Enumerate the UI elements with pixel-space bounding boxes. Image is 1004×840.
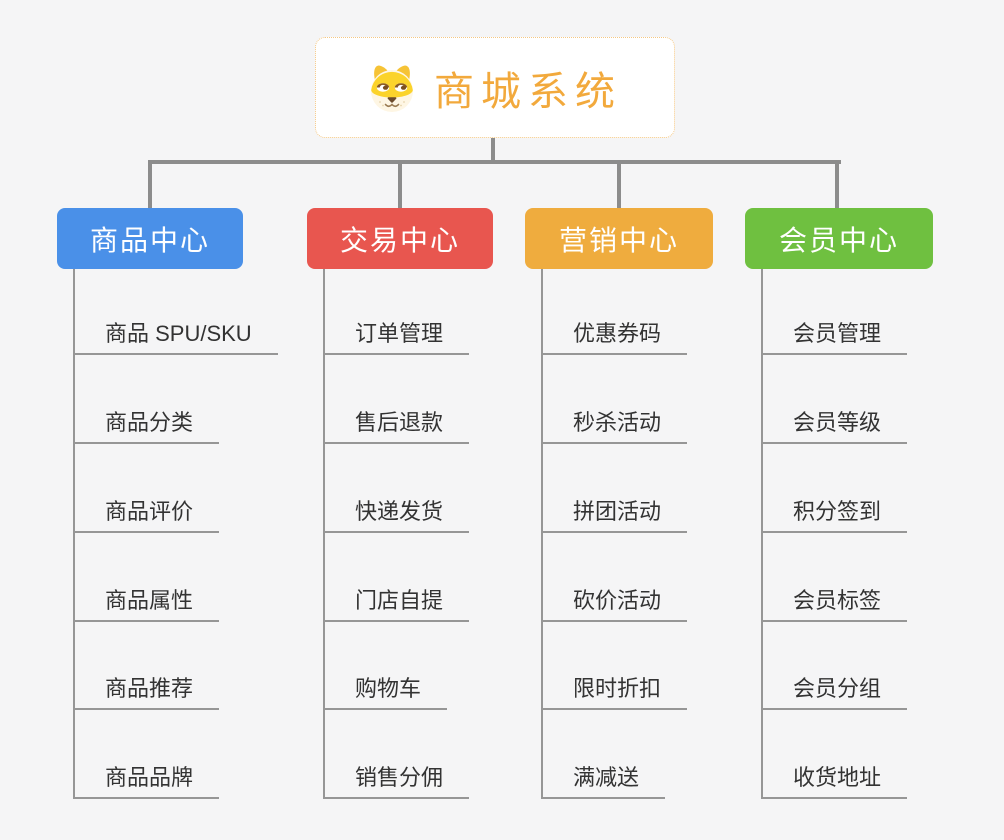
branch-member-center: 会员中心 会员管理 会员等级 积分签到 会员标签 会员分组 收货地址 bbox=[745, 208, 933, 799]
child-node[interactable]: 收货地址 bbox=[761, 763, 908, 799]
root-node[interactable]: 商城系统 bbox=[315, 37, 675, 138]
connector-drop-marketing bbox=[617, 164, 621, 208]
child-node[interactable]: 订单管理 bbox=[323, 319, 470, 355]
child-node[interactable]: 门店自提 bbox=[323, 586, 470, 622]
child-node[interactable]: 优惠券码 bbox=[541, 319, 688, 355]
child-node[interactable]: 商品评价 bbox=[73, 497, 220, 533]
branch-trade-center: 交易中心 订单管理 售后退款 快递发货 门店自提 购物车 销售分佣 bbox=[307, 208, 493, 799]
connector-drop-product bbox=[148, 164, 152, 208]
child-node[interactable]: 商品品牌 bbox=[73, 763, 220, 799]
connector-drop-trade bbox=[398, 164, 402, 208]
child-node[interactable]: 拼团活动 bbox=[541, 497, 688, 533]
connector-drop-member bbox=[835, 164, 839, 208]
child-node[interactable]: 商品分类 bbox=[73, 408, 220, 444]
child-node[interactable]: 商品推荐 bbox=[73, 674, 220, 710]
branch-product-center: 商品中心 商品 SPU/SKU 商品分类 商品评价 商品属性 商品推荐 商品品牌 bbox=[57, 208, 278, 799]
child-node[interactable]: 快递发货 bbox=[323, 497, 470, 533]
branch-header-marketing[interactable]: 营销中心 bbox=[525, 208, 713, 269]
child-node[interactable]: 满减送 bbox=[541, 763, 666, 799]
child-node[interactable]: 会员等级 bbox=[761, 408, 908, 444]
child-node[interactable]: 售后退款 bbox=[323, 408, 470, 444]
dog-icon bbox=[368, 63, 416, 113]
branch-line bbox=[541, 269, 543, 799]
child-node[interactable]: 购物车 bbox=[323, 674, 448, 710]
child-node[interactable]: 积分签到 bbox=[761, 497, 908, 533]
connector-stem bbox=[491, 138, 495, 164]
branch-line bbox=[323, 269, 325, 799]
branch-header-member[interactable]: 会员中心 bbox=[745, 208, 933, 269]
child-node[interactable]: 秒杀活动 bbox=[541, 408, 688, 444]
branch-line bbox=[73, 269, 75, 799]
child-node[interactable]: 会员标签 bbox=[761, 586, 908, 622]
root-title: 商城系统 bbox=[434, 69, 622, 114]
connector-bus bbox=[148, 160, 841, 164]
branch-marketing-center: 营销中心 优惠券码 秒杀活动 拼团活动 砍价活动 限时折扣 满减送 bbox=[525, 208, 713, 799]
branch-line bbox=[761, 269, 763, 799]
child-node[interactable]: 会员管理 bbox=[761, 319, 908, 355]
branch-header-product[interactable]: 商品中心 bbox=[57, 208, 243, 269]
branch-header-trade[interactable]: 交易中心 bbox=[307, 208, 493, 269]
child-node[interactable]: 限时折扣 bbox=[541, 674, 688, 710]
child-node[interactable]: 商品 SPU/SKU bbox=[73, 319, 278, 355]
child-node[interactable]: 会员分组 bbox=[761, 674, 908, 710]
child-node[interactable]: 销售分佣 bbox=[323, 763, 470, 799]
child-node[interactable]: 商品属性 bbox=[73, 586, 220, 622]
child-node[interactable]: 砍价活动 bbox=[541, 586, 688, 622]
